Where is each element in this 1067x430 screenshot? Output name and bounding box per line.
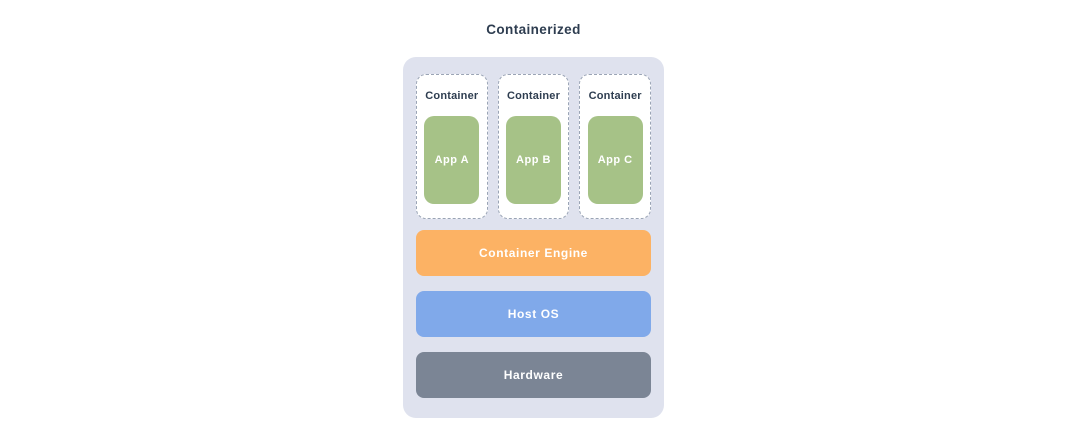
containers-row: Container App A Container App B Containe… <box>416 74 652 219</box>
app-a-box: App A <box>424 116 480 204</box>
app-b-label: App B <box>516 154 551 166</box>
container-label: Container <box>425 90 479 102</box>
container-engine-layer: Container Engine <box>416 230 651 276</box>
hardware-layer: Hardware <box>416 352 651 398</box>
host-os-layer: Host OS <box>416 291 651 337</box>
container-label: Container <box>506 90 561 102</box>
container-box-1: Container App A <box>416 74 488 219</box>
app-a-label: App A <box>434 154 470 166</box>
container-box-3: Container App C <box>579 74 652 219</box>
diagram-title: Containerized <box>486 22 581 37</box>
app-c-label: App C <box>597 154 633 166</box>
containerized-stack-panel: Container App A Container App B Containe… <box>403 57 664 418</box>
container-label: Container <box>588 90 642 102</box>
app-b-box: App B <box>506 116 561 204</box>
app-c-box: App C <box>587 116 643 204</box>
container-box-2: Container App B <box>497 74 570 219</box>
